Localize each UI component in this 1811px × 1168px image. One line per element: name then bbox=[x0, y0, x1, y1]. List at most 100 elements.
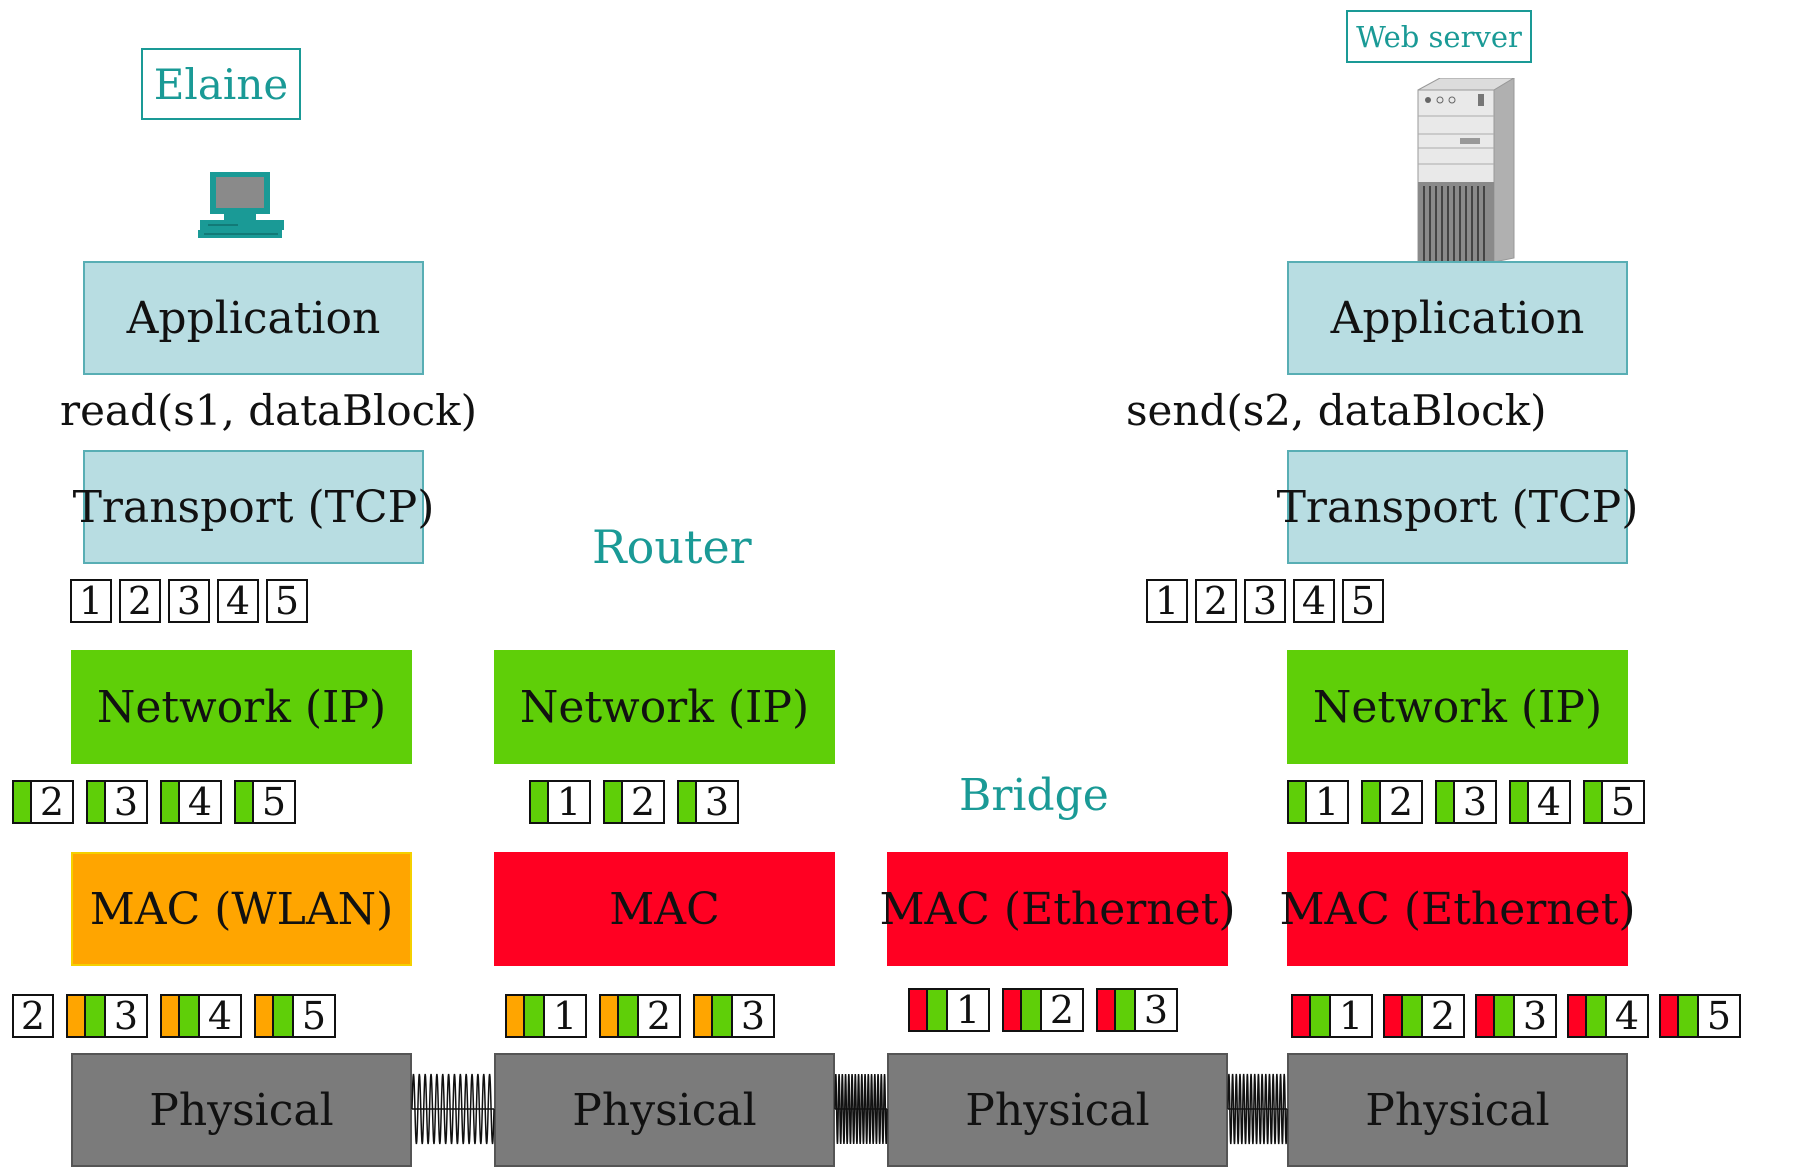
green-header bbox=[180, 994, 200, 1038]
packet-number: 4 bbox=[1293, 579, 1335, 623]
red-header bbox=[1659, 994, 1679, 1038]
packet-number: 5 bbox=[1699, 994, 1741, 1038]
packet: 3 bbox=[677, 780, 739, 824]
wave-signal bbox=[834, 1073, 888, 1145]
packet: 2 bbox=[1195, 579, 1237, 623]
signal-wave-icon bbox=[834, 1073, 888, 1145]
packet: 1 bbox=[70, 579, 112, 623]
packet-number: 5 bbox=[1342, 579, 1384, 623]
green-header bbox=[1116, 988, 1136, 1032]
packet-number: 3 bbox=[697, 780, 739, 824]
wave-signal bbox=[411, 1073, 495, 1145]
layer-label: Network (IP) bbox=[96, 681, 387, 733]
orange-header bbox=[254, 994, 274, 1038]
packet: 5 bbox=[1342, 579, 1384, 623]
layer-label: Transport (TCP) bbox=[72, 481, 435, 533]
client-socket-call: read(s1, dataBlock) bbox=[60, 386, 478, 435]
green-header bbox=[529, 780, 549, 824]
orange-header bbox=[599, 994, 619, 1038]
green-header bbox=[1495, 994, 1515, 1038]
green-header bbox=[928, 988, 948, 1032]
packet: 2 bbox=[12, 780, 74, 824]
packet-number: 2 bbox=[639, 994, 681, 1038]
green-header bbox=[1587, 994, 1607, 1038]
red-header bbox=[1291, 994, 1311, 1038]
packet: 3 bbox=[1096, 988, 1178, 1032]
red-header bbox=[908, 988, 928, 1032]
packet-number: 2 bbox=[1042, 988, 1084, 1032]
orange-header bbox=[66, 994, 86, 1038]
orange-header bbox=[693, 994, 713, 1038]
packet: 2 bbox=[12, 994, 54, 1038]
green-header bbox=[677, 780, 697, 824]
green-header bbox=[234, 780, 254, 824]
layer-label: Transport (TCP) bbox=[1276, 481, 1639, 533]
server-socket-call: send(s2, dataBlock) bbox=[1126, 386, 1547, 435]
layer-label: Application bbox=[1330, 292, 1585, 344]
layer-label: Network (IP) bbox=[519, 681, 810, 733]
bridge-label: Bridge bbox=[959, 770, 1109, 821]
client-mac-layer: MAC (WLAN) bbox=[71, 852, 412, 966]
packet: 2 bbox=[1002, 988, 1084, 1032]
packet-number: 3 bbox=[1244, 579, 1286, 623]
packet: 1 bbox=[908, 988, 990, 1032]
wave-signal bbox=[1227, 1073, 1288, 1145]
tower-server-icon bbox=[1417, 78, 1515, 262]
packet: 2 bbox=[1383, 994, 1465, 1038]
packet-number: 1 bbox=[1146, 579, 1188, 623]
red-header bbox=[1475, 994, 1495, 1038]
packet-number: 1 bbox=[948, 988, 990, 1032]
packet: 5 bbox=[234, 780, 296, 824]
packet: 4 bbox=[1293, 579, 1335, 623]
packet-number: 3 bbox=[1515, 994, 1557, 1038]
green-header bbox=[603, 780, 623, 824]
packet-number: 2 bbox=[1381, 780, 1423, 824]
packet: 3 bbox=[1244, 579, 1286, 623]
server-network-layer: Network (IP) bbox=[1287, 650, 1628, 764]
packet-number: 4 bbox=[1607, 994, 1649, 1038]
green-header bbox=[1361, 780, 1381, 824]
green-header bbox=[12, 780, 32, 824]
packet: 2 bbox=[599, 994, 681, 1038]
server-transport-layer: Transport (TCP) bbox=[1277, 450, 1638, 564]
layer-label: Physical bbox=[572, 1084, 757, 1136]
green-header bbox=[619, 994, 639, 1038]
client-name-box: Elaine bbox=[141, 48, 301, 120]
computer-icon bbox=[198, 172, 284, 238]
layer-label: MAC (Ethernet) bbox=[1279, 883, 1636, 935]
packet: 4 bbox=[217, 579, 259, 623]
packet-number: 5 bbox=[294, 994, 336, 1038]
router-label: Router bbox=[592, 520, 752, 574]
packet-number: 1 bbox=[1307, 780, 1349, 824]
server-name: Web server bbox=[1356, 19, 1522, 54]
packet: 2 bbox=[1361, 780, 1423, 824]
orange-header bbox=[505, 994, 525, 1038]
packet: 2 bbox=[119, 579, 161, 623]
server-name-box: Web server bbox=[1346, 10, 1532, 63]
packet-number: 2 bbox=[1423, 994, 1465, 1038]
client-name: Elaine bbox=[153, 59, 289, 109]
packet-number: 3 bbox=[168, 579, 210, 623]
packet-number: 3 bbox=[733, 994, 775, 1038]
server-physical-layer: Physical bbox=[1287, 1053, 1628, 1167]
green-header bbox=[86, 780, 106, 824]
packet: 5 bbox=[254, 994, 336, 1038]
signal-wave-icon bbox=[411, 1073, 495, 1145]
packet-number: 3 bbox=[106, 780, 148, 824]
router-network-layer: Network (IP) bbox=[494, 650, 835, 764]
packet-number: 1 bbox=[545, 994, 587, 1038]
packet-number: 4 bbox=[180, 780, 222, 824]
green-header bbox=[274, 994, 294, 1038]
green-header bbox=[86, 994, 106, 1038]
layer-label: Physical bbox=[965, 1084, 1150, 1136]
packet-number: 5 bbox=[254, 780, 296, 824]
packet-number: 4 bbox=[200, 994, 242, 1038]
packet: 1 bbox=[1287, 780, 1349, 824]
client-transport-layer: Transport (TCP) bbox=[73, 450, 434, 564]
red-header bbox=[1567, 994, 1587, 1038]
server-mac-layer: MAC (Ethernet) bbox=[1279, 852, 1636, 966]
